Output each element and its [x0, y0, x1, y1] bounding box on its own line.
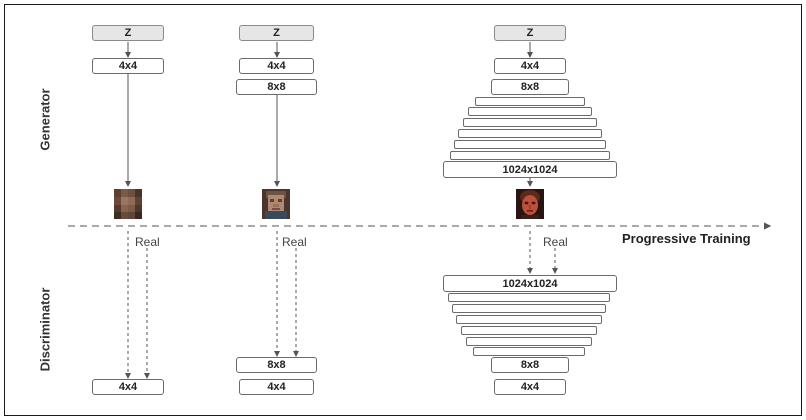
disc-layer-slab — [456, 315, 602, 324]
gen-layer-slab — [454, 140, 606, 149]
col3-gen-8x8: 8x8 — [491, 79, 569, 95]
col3-real-label: Real — [543, 235, 568, 249]
gen-layer-slab — [450, 151, 610, 160]
col3-z-box: Z — [494, 25, 566, 41]
disc-layer-slab — [448, 293, 610, 302]
col2-disc-4x4: 4x4 — [239, 379, 314, 395]
col2-disc-8x8: 8x8 — [236, 357, 317, 373]
col3-gen-1024: 1024x1024 — [443, 161, 617, 178]
col1-real-label: Real — [135, 235, 160, 249]
col1-disc-4x4: 4x4 — [92, 379, 164, 395]
col2-generated-face — [262, 189, 290, 219]
gen-layer-slab — [475, 97, 585, 106]
col2-gen-8x8: 8x8 — [236, 79, 317, 95]
disc-layer-slab — [473, 347, 585, 356]
gen-layer-slab — [458, 129, 602, 138]
col3-gen-4x4: 4x4 — [494, 58, 566, 74]
col2-gen-4x4: 4x4 — [239, 58, 314, 74]
col1-generated-face — [114, 189, 142, 219]
discriminator-label: Discriminator — [37, 287, 53, 372]
disc-layer-slab — [461, 326, 597, 335]
col1-gen-4x4: 4x4 — [92, 58, 164, 74]
col3-disc-1024: 1024x1024 — [443, 275, 617, 292]
generator-label: Generator — [37, 88, 53, 151]
progressive-training-label: Progressive Training — [622, 231, 751, 246]
col3-disc-4x4: 4x4 — [494, 379, 566, 395]
gen-layer-slab — [463, 118, 597, 127]
gen-layer-slab — [468, 107, 592, 116]
col3-disc-8x8: 8x8 — [491, 357, 569, 373]
col2-real-label: Real — [282, 235, 307, 249]
col2-z-box: Z — [239, 25, 314, 41]
col1-z-box: Z — [92, 25, 164, 41]
disc-layer-slab — [466, 337, 592, 346]
disc-layer-slab — [452, 304, 606, 313]
col3-generated-face — [516, 189, 544, 219]
